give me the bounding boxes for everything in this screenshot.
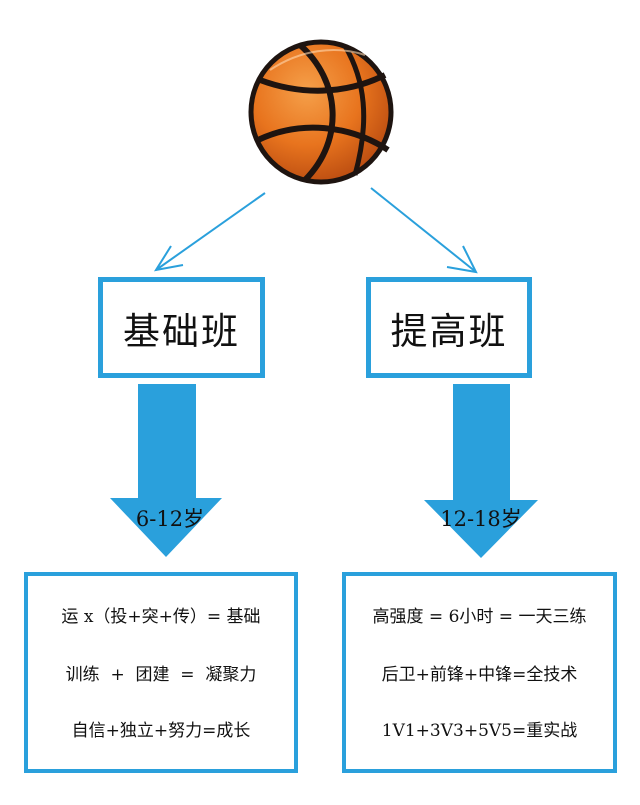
down-arrow-right <box>424 384 538 558</box>
arrow-to-advanced <box>370 187 478 274</box>
advanced-class-title: 提高班 <box>390 309 508 353</box>
basic-details-box: 运 x（投+突+传）= 基础 训练 + 团建 = 凝聚力 自信+独立+努力=成长 <box>24 572 298 773</box>
basic-age-label: 6-12岁 <box>135 507 205 531</box>
basic-class-box: 基础班 <box>98 277 265 378</box>
advanced-class-box: 提高班 <box>366 277 532 378</box>
advanced-details-box: 高强度 = 6小时 = 一天三练 后卫+前锋+中锋=全技术 1V1+3V3+5V… <box>342 572 617 773</box>
basketball-icon <box>248 39 394 185</box>
arrow-to-basic <box>153 192 266 272</box>
basic-class-title: 基础班 <box>123 309 240 353</box>
basic-detail-line: 自信+独立+努力=成长 <box>71 721 251 741</box>
advanced-detail-line: 后卫+前锋+中锋=全技术 <box>381 665 578 685</box>
down-arrow-left <box>110 384 222 557</box>
advanced-detail-line: 高强度 = 6小时 = 一天三练 <box>372 607 587 627</box>
basic-detail-line: 运 x（投+突+传）= 基础 <box>61 607 261 627</box>
advanced-detail-line: 1V1+3V3+5V5=重实战 <box>381 721 578 741</box>
basic-detail-line: 训练 + 团建 = 凝聚力 <box>65 665 257 685</box>
advanced-age-label: 12-18岁 <box>440 507 522 531</box>
